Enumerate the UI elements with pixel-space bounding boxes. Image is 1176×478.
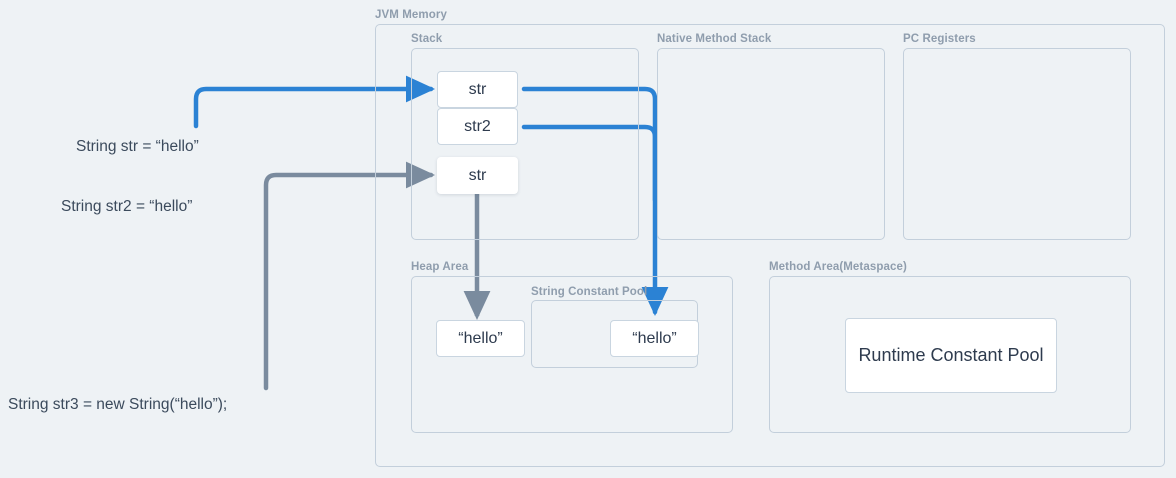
runtime-constant-pool-box[interactable]: Runtime Constant Pool <box>845 318 1057 393</box>
heap-string-object-label: “hello” <box>458 329 503 347</box>
panel-heap-area <box>411 276 733 433</box>
panel-stack <box>411 48 639 240</box>
code-label-str: String str = “hello” <box>76 138 199 155</box>
pool-string-object[interactable]: “hello” <box>610 320 699 357</box>
panel-jvm-memory <box>375 24 1165 467</box>
panel-native-method-stack <box>657 48 885 240</box>
stack-frame-str[interactable]: str <box>437 71 518 108</box>
panel-pc-registers <box>903 48 1131 240</box>
stack-frame-str2[interactable]: str2 <box>437 108 518 145</box>
stack-frame-str3-label: str <box>468 166 487 184</box>
panel-label-string-constant-pool: String Constant Pool <box>531 286 648 298</box>
code-label-str2: String str2 = “hello” <box>61 198 193 215</box>
panel-label-stack: Stack <box>411 33 443 45</box>
panel-label-jvm-memory: JVM Memory <box>375 9 447 21</box>
heap-string-object[interactable]: “hello” <box>436 320 525 357</box>
panel-label-native-method-stack: Native Method Stack <box>657 33 772 45</box>
pool-string-object-label: “hello” <box>632 329 677 347</box>
stack-frame-str3[interactable]: str <box>437 157 518 194</box>
runtime-constant-pool-label: Runtime Constant Pool <box>858 345 1044 365</box>
panel-label-heap-area: Heap Area <box>411 261 469 273</box>
stack-frame-str2-label: str2 <box>464 117 491 135</box>
panel-label-method-area: Method Area(Metaspace) <box>769 261 907 273</box>
panel-method-area <box>769 276 1131 433</box>
code-label-str3: String str3 = new String(“hello”); <box>8 396 228 413</box>
panel-label-pc-registers: PC Registers <box>903 33 976 45</box>
stack-frame-str-label: str <box>468 80 487 98</box>
